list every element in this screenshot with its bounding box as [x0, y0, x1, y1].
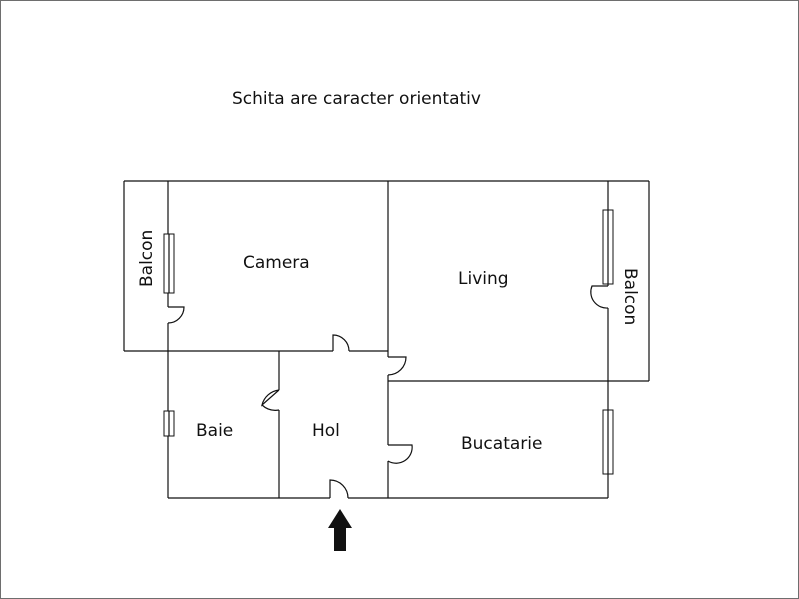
windows [163, 209, 614, 475]
room-label-camera: Camera [243, 253, 310, 273]
door-bucatarie [387, 444, 413, 464]
room-label-hol: Hol [312, 421, 340, 441]
disclaimer-note: Schita are caracter orientativ [232, 89, 481, 109]
door-living [387, 356, 407, 376]
room-label-baie: Baie [196, 421, 233, 441]
arrow-up-icon [328, 509, 352, 551]
door-camera-balcony [167, 306, 185, 324]
door-baie [260, 389, 280, 411]
door-living-balcony [590, 285, 609, 309]
room-label-balcon-left: Balcon [137, 230, 157, 287]
room-label-living: Living [458, 269, 509, 289]
room-label-bucatarie: Bucatarie [461, 434, 542, 454]
room-label-balcon-right: Balcon [620, 268, 640, 325]
doors [167, 285, 609, 499]
door-camera [332, 334, 350, 352]
walls [123, 180, 650, 499]
door-entrance [329, 479, 349, 499]
